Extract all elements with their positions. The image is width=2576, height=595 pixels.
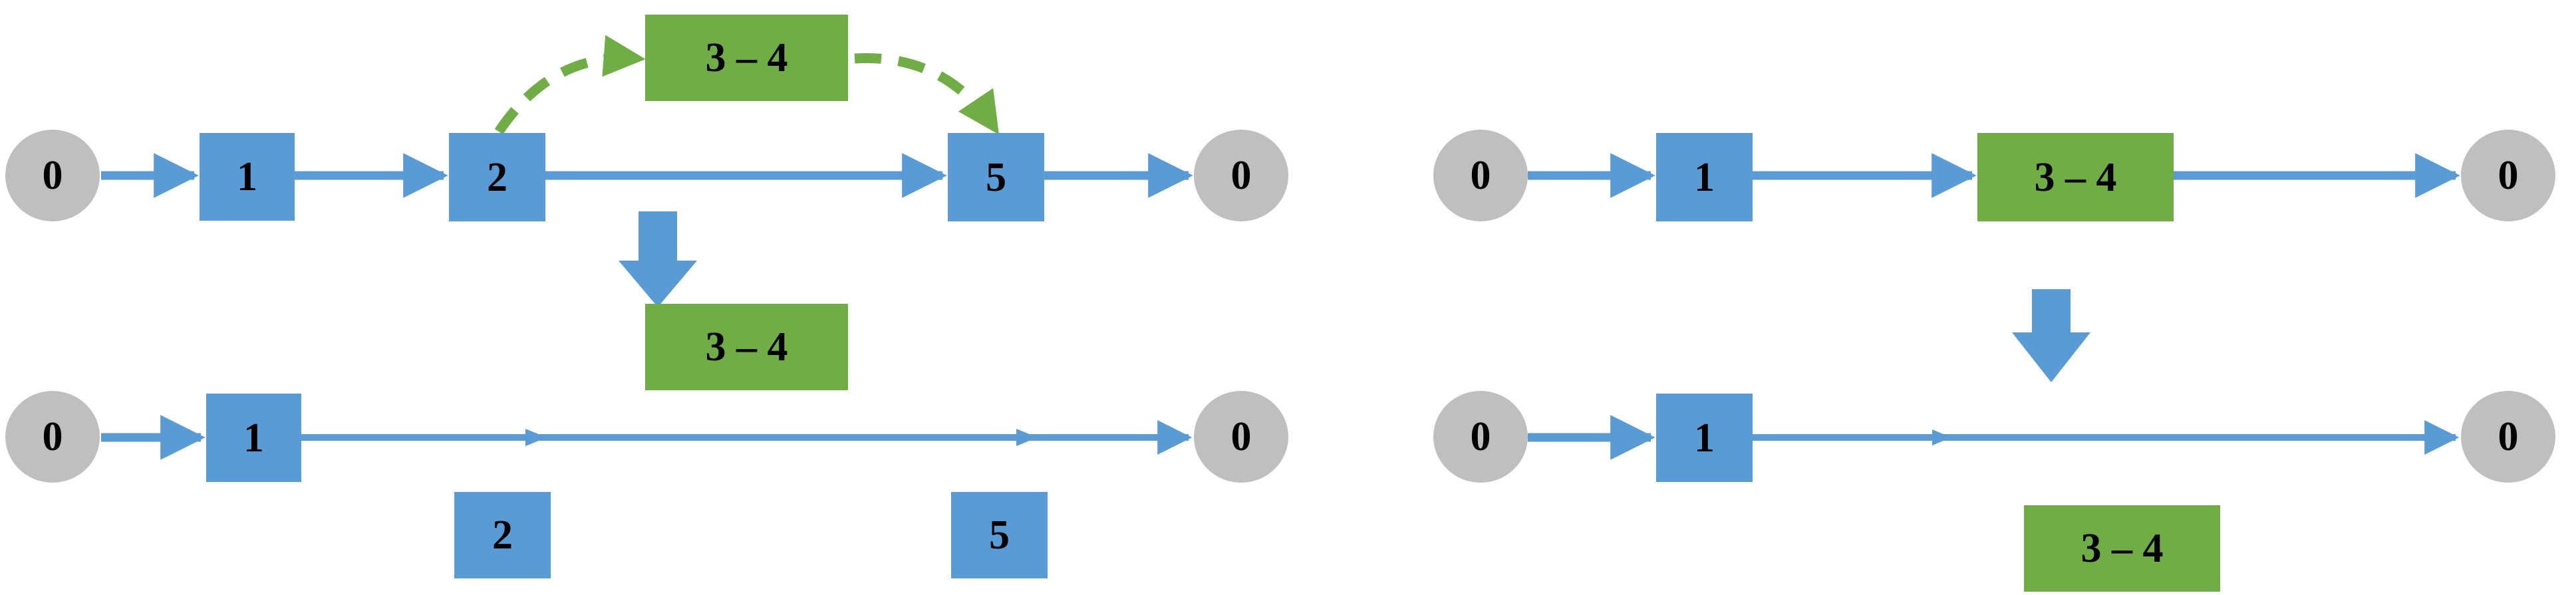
graph-node-lb-n1[interactable]: 1 xyxy=(200,133,295,221)
right-after-edges xyxy=(1528,415,2460,460)
graph-node-lb-n5[interactable]: 5 xyxy=(948,133,1044,221)
graph-node-label: 3 – 4 xyxy=(705,35,788,80)
graph-node-rb-merged[interactable]: 3 – 4 xyxy=(1977,133,2174,221)
edge-midpoint-marker-a xyxy=(525,429,547,446)
graph-node-label: 3 – 4 xyxy=(2080,526,2164,571)
left-after-edges xyxy=(101,415,1193,460)
graph-node-la-start[interactable]: 0 xyxy=(5,391,100,483)
graph-node-la-merged[interactable]: 3 – 4 xyxy=(645,304,848,390)
graph-node-label: 0 xyxy=(1470,153,1491,198)
graph-node-lb-end[interactable]: 0 xyxy=(1194,130,1288,221)
graph-node-label: 5 xyxy=(989,513,1010,558)
graph-node-label: 5 xyxy=(986,154,1006,200)
graph-node-lb-start[interactable]: 0 xyxy=(5,130,100,221)
graph-node-ra-end[interactable]: 0 xyxy=(2461,391,2555,483)
graph-node-la-end[interactable]: 0 xyxy=(1194,391,1288,483)
graph-node-ra-merged[interactable]: 3 – 4 xyxy=(2024,505,2220,592)
graph-node-label: 3 – 4 xyxy=(2034,154,2117,200)
graph-node-label: 2 xyxy=(492,513,513,558)
dashed-edge-merged-to-5 xyxy=(854,53,1000,135)
graph-node-la-n5[interactable]: 5 xyxy=(951,492,1048,578)
graph-node-label: 1 xyxy=(1694,154,1715,200)
graph-node-label: 0 xyxy=(2498,414,2519,459)
graph-node-la-n2[interactable]: 2 xyxy=(454,492,551,578)
graph-node-ra-start[interactable]: 0 xyxy=(1433,391,1528,483)
graph-node-rb-start[interactable]: 0 xyxy=(1433,130,1528,221)
graph-node-label: 1 xyxy=(243,415,264,461)
graph-node-rb-n1[interactable]: 1 xyxy=(1656,133,1753,221)
graph-node-rb-end[interactable]: 0 xyxy=(2461,130,2555,221)
edge-r-midpoint-marker xyxy=(1932,429,1951,445)
edge-midpoint-marker-b xyxy=(1016,429,1038,446)
graph-node-label: 0 xyxy=(42,153,63,198)
graph-node-la-n1[interactable]: 1 xyxy=(206,394,301,482)
graph-node-ra-n1[interactable]: 1 xyxy=(1656,394,1753,482)
graph-node-label: 1 xyxy=(237,154,257,199)
graph-node-label: 1 xyxy=(1694,415,1715,461)
graph-node-label: 0 xyxy=(42,414,63,459)
graph-node-lb-merged[interactable]: 3 – 4 xyxy=(645,15,848,101)
graph-node-label: 0 xyxy=(2498,153,2519,198)
left-transform-arrow xyxy=(619,211,697,307)
graph-node-lb-n2[interactable]: 2 xyxy=(449,133,545,221)
dashed-edge-2-to-merged xyxy=(494,35,646,135)
graph-node-label: 2 xyxy=(487,154,507,200)
graph-node-label: 0 xyxy=(1230,414,1252,459)
graph-node-label: 0 xyxy=(1470,414,1491,459)
graph-node-label: 3 – 4 xyxy=(705,324,788,370)
graph-node-label: 0 xyxy=(1230,153,1252,198)
left-before-edges xyxy=(101,35,1193,198)
right-transform-arrow xyxy=(2012,289,2090,382)
